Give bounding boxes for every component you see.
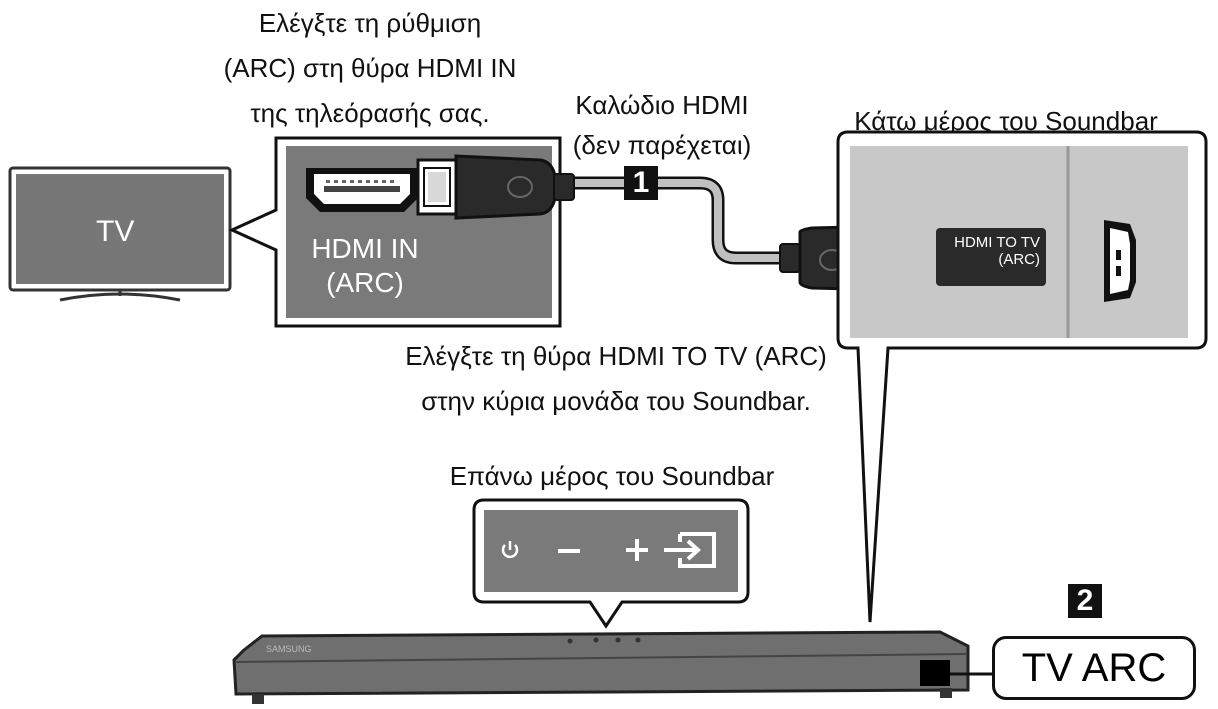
hdmi-plug-left-icon bbox=[416, 154, 575, 220]
hdmi-port-icon bbox=[306, 168, 418, 212]
volume-up-icon[interactable] bbox=[624, 536, 650, 564]
tv-port-label-line1: HDMI IN bbox=[311, 233, 419, 264]
soundbar-illustration: SAMSUNG bbox=[232, 630, 994, 704]
tv-port-label-line2: (ARC) bbox=[326, 266, 404, 298]
soundbar-control-panel bbox=[484, 510, 738, 592]
tv-arc-check-caption-3: της τηλεόρασής σας. bbox=[250, 98, 490, 128]
soundbar-top-caption: Επάνω μέρος του Soundbar bbox=[449, 461, 775, 491]
tv-port-label: HDMI IN (ARC) bbox=[300, 232, 430, 299]
step-1-badge: 1 bbox=[624, 166, 658, 200]
soundbar-bottom-caption: Κάτω μέρος του Soundbar bbox=[854, 106, 1158, 136]
tv-arc-check-caption-2: (ARC) στη θύρα HDMI IN bbox=[223, 53, 517, 83]
soundbar-bottom-callout bbox=[836, 130, 1208, 623]
power-icon[interactable] bbox=[498, 538, 522, 562]
soundbar-port-label-line2: (ARC) bbox=[998, 251, 1040, 269]
soundbar-brand-label: SAMSUNG bbox=[266, 644, 312, 654]
tv-illustration bbox=[8, 166, 232, 302]
tv-screen-label: TV bbox=[96, 215, 135, 248]
step-2-badge: 2 bbox=[1068, 584, 1102, 618]
soundbar-port-label: HDMI TO TV (ARC) bbox=[942, 234, 1040, 269]
source-icon[interactable] bbox=[660, 530, 720, 570]
soundbar-port-check-caption-2: στην κύρια μονάδα του Soundbar. bbox=[421, 386, 811, 416]
soundbar-port-check-caption-1: Ελέγξτε τη θύρα HDMI TO TV (ARC) bbox=[405, 341, 827, 371]
tv-arc-check-caption-1: Ελέγξτε τη ρύθμιση bbox=[258, 8, 482, 38]
hdmi-cable-caption-1: Καλώδιο HDMI bbox=[575, 90, 749, 120]
hdmi-cable-caption-2: (δεν παρέχεται) bbox=[572, 130, 752, 160]
hdmi-port-vertical-icon bbox=[1104, 220, 1136, 302]
volume-down-icon[interactable] bbox=[556, 540, 582, 562]
tv-arc-display: TV ARC bbox=[992, 636, 1196, 700]
soundbar-port-label-line1: HDMI TO TV bbox=[954, 234, 1040, 251]
